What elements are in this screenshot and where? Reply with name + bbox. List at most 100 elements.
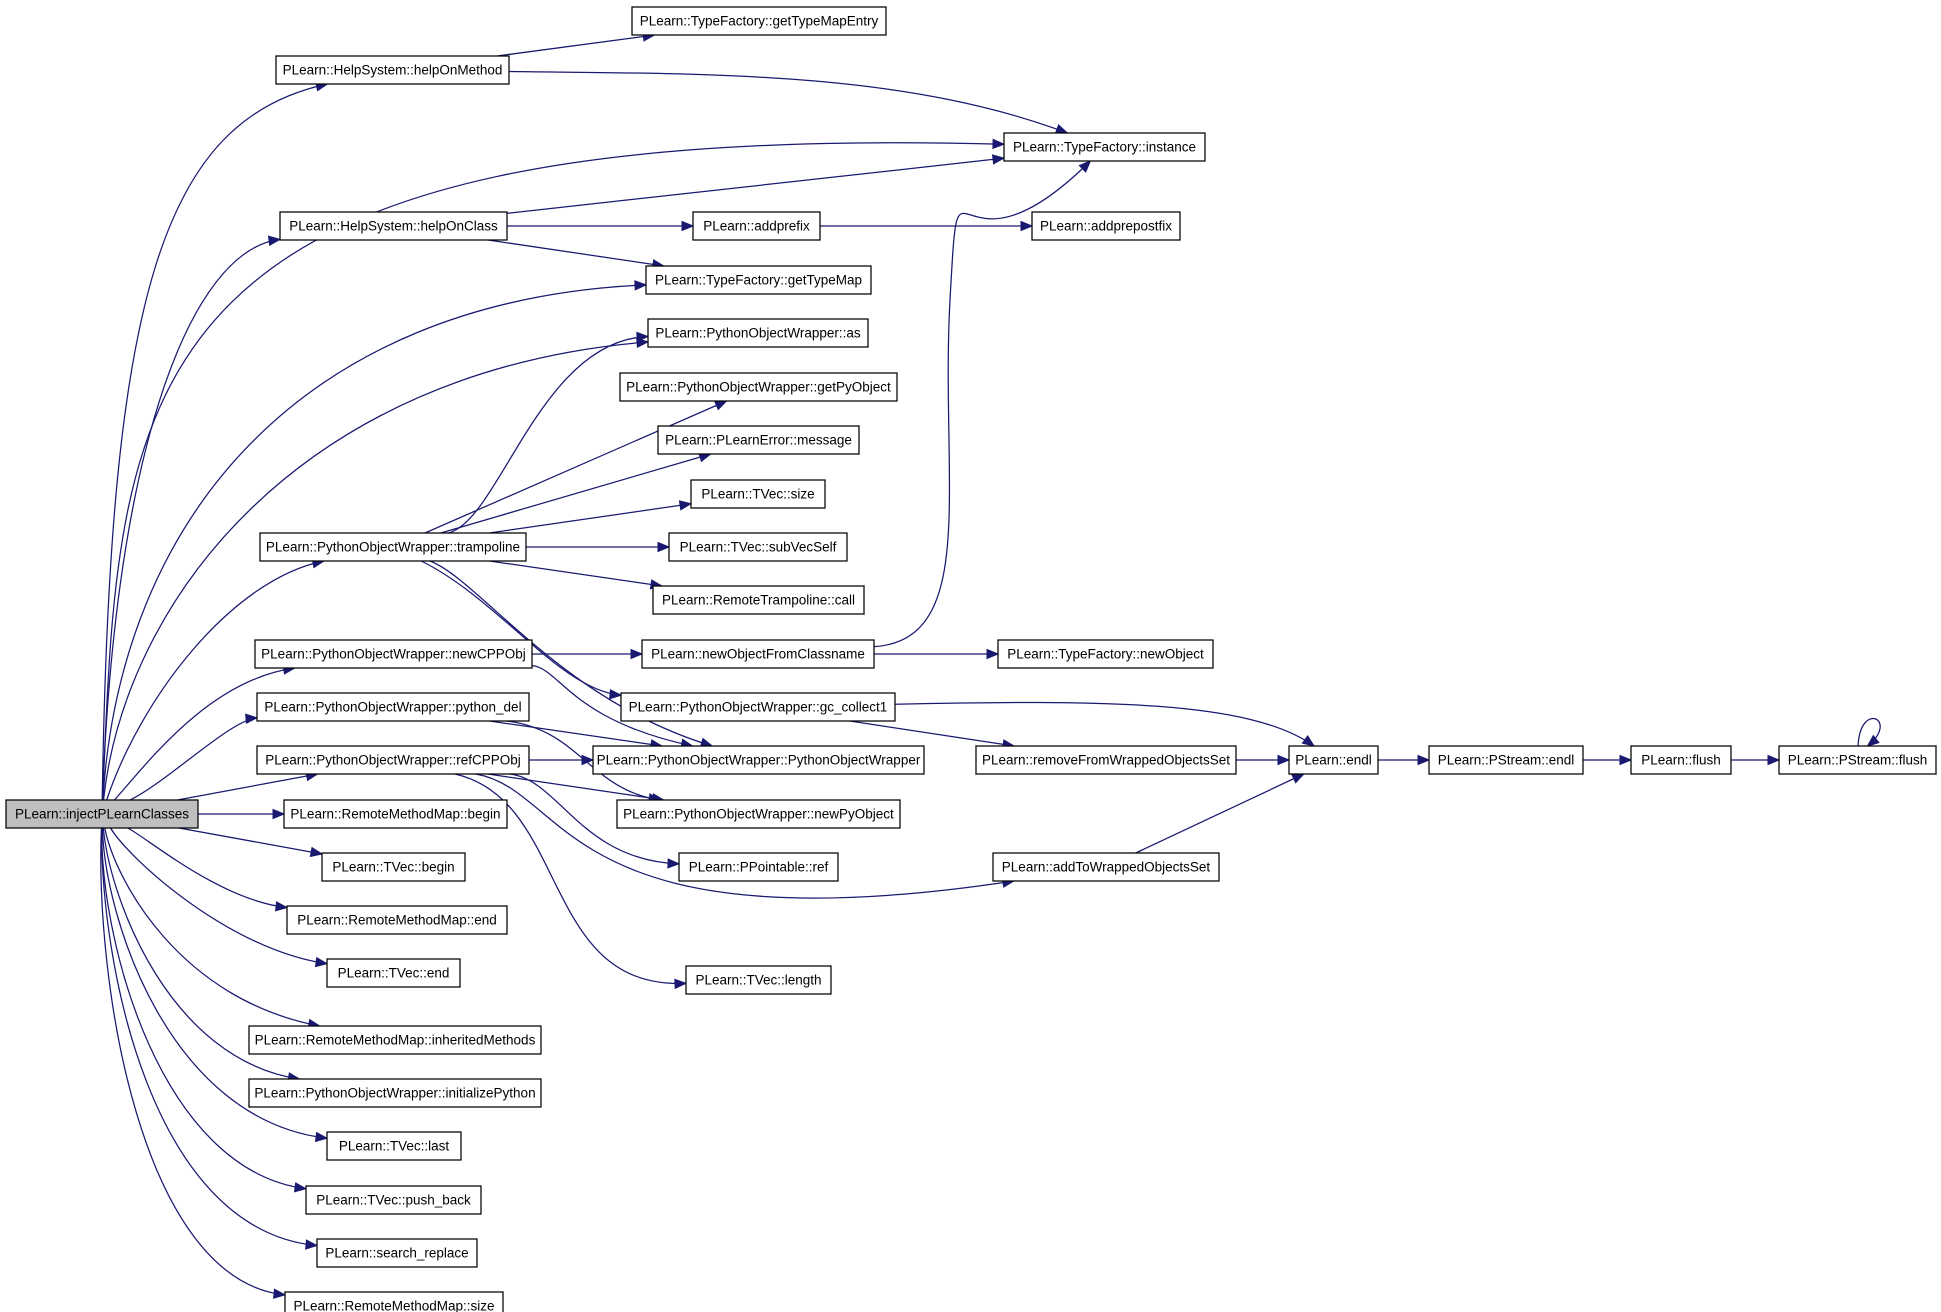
node-as[interactable]: PLearn::PythonObjectWrapper::as [647,318,869,348]
node-inherited[interactable]: PLearn::RemoteMethodMap::inheritedMethod… [248,1025,542,1055]
node-pushBack[interactable]: PLearn::TVec::push_back [305,1185,482,1215]
arrowhead [609,689,623,700]
node-label: PLearn::TypeFactory::getTypeMap [655,273,862,288]
node-ppointableRef[interactable]: PLearn::PPointable::ref [678,852,839,882]
node-box [256,692,530,722]
node-helpOnMethod[interactable]: PLearn::HelpSystem::helpOnMethod [275,55,510,85]
node-box [652,585,865,615]
node-box [305,1185,482,1215]
node-label: PLearn::PythonObjectWrapper::newPyObject [623,807,894,822]
node-label: PLearn::search_replace [325,1246,468,1261]
node-addprefix[interactable]: PLearn::addprefix [692,211,821,241]
node-trampoline[interactable]: PLearn::PythonObjectWrapper::trampoline [259,532,527,562]
call-graph-edges [100,31,1881,1299]
edge-addTo-to-endl [1135,773,1304,854]
node-box [997,639,1214,669]
node-box [657,425,860,455]
arrowhead [674,978,688,990]
node-label: PLearn::removeFromWrappedObjectsSet [982,753,1230,768]
arrowhead [1301,735,1316,747]
node-pow[interactable]: PLearn::PythonObjectWrapper::PythonObjec… [592,745,925,775]
node-label: PLearn::TVec::push_back [316,1193,471,1208]
node-box [248,1078,542,1108]
edge-inject-to-as [102,341,649,801]
node-tvecBegin[interactable]: PLearn::TVec::begin [321,852,466,882]
edge-helpOnMethod-to-getTypeMapEntry [497,34,655,57]
edge-inject-to-tvecLast [101,827,328,1139]
arrowhead [991,154,1006,165]
node-tvecSize[interactable]: PLearn::TVec::size [690,479,826,509]
node-newCPPObj[interactable]: PLearn::PythonObjectWrapper::newCPPObj [254,639,533,669]
node-removeFrom[interactable]: PLearn::removeFromWrappedObjectsSet [975,745,1237,775]
node-inject[interactable]: PLearn::injectPLearnClasses [5,799,199,829]
node-box [975,745,1237,775]
node-flush[interactable]: PLearn::flush [1630,745,1732,775]
node-box [1003,132,1206,162]
node-label: PLearn::addToWrappedObjectsSet [1002,860,1211,875]
edge-refCPPObj-to-ppointableRef [509,773,680,865]
node-label: PLearn::PythonObjectWrapper::refCPPObj [265,753,521,768]
node-newObject[interactable]: PLearn::TypeFactory::newObject [997,639,1214,669]
edge-trampoline-to-call [489,560,663,587]
node-label: PLearn::RemoteTrampoline::call [662,593,855,608]
edge-refCPPObj-to-tvecLength [454,773,687,984]
arrowhead [636,331,650,343]
node-getTypeMapEntry[interactable]: PLearn::TypeFactory::getTypeMapEntry [631,6,887,36]
node-getTypeMap[interactable]: PLearn::TypeFactory::getTypeMap [645,265,872,295]
node-refCPPObj[interactable]: PLearn::PythonObjectWrapper::refCPPObj [256,745,530,775]
node-pstreamEndl[interactable]: PLearn::PStream::endl [1428,745,1584,775]
node-pythonDel[interactable]: PLearn::PythonObjectWrapper::python_del [256,692,530,722]
node-addTo[interactable]: PLearn::addToWrappedObjectsSet [992,852,1220,882]
edge-refCPPObj-to-newPyObject [487,773,664,801]
node-label: PLearn::TVec::subVecSelf [680,540,837,555]
edge-inject-to-instance [101,142,1005,801]
node-rmmBegin[interactable]: PLearn::RemoteMethodMap::begin [283,799,508,829]
node-box [279,211,508,241]
node-newPyObject[interactable]: PLearn::PythonObjectWrapper::newPyObject [616,799,901,829]
node-label: PLearn::RemoteMethodMap::inheritedMethod… [255,1033,536,1048]
arrowhead [314,956,329,968]
node-gcCollect[interactable]: PLearn::PythonObjectWrapper::gc_collect1 [620,692,896,722]
edge-helpOnClass-to-instance [506,157,1005,215]
arrowhead [986,648,1000,660]
node-box [283,799,508,829]
node-instance[interactable]: PLearn::TypeFactory::instance [1003,132,1206,162]
node-pstreamFlush[interactable]: PLearn::PStream::flush [1778,745,1937,775]
node-helpOnClass[interactable]: PLearn::HelpSystem::helpOnClass [279,211,508,241]
node-subVecSelf[interactable]: PLearn::TVec::subVecSelf [668,532,848,562]
node-label: PLearn::PStream::endl [1438,753,1575,768]
node-box [641,639,875,669]
node-label: PLearn::PythonObjectWrapper::PythonObjec… [597,753,921,768]
node-newObjectFromClassname[interactable]: PLearn::newObjectFromClassname [641,639,875,669]
node-call[interactable]: PLearn::RemoteTrampoline::call [652,585,865,615]
arrowhead [267,235,282,246]
node-label: PLearn::TypeFactory::getTypeMapEntry [640,14,879,29]
node-box [692,211,821,241]
arrowhead [630,648,644,660]
node-box [321,852,466,882]
node-initPython[interactable]: PLearn::PythonObjectWrapper::initializeP… [248,1078,542,1108]
node-endl[interactable]: PLearn::endl [1288,745,1379,775]
edge-trampoline-to-message [440,453,711,534]
node-searchReplace[interactable]: PLearn::search_replace [316,1238,478,1268]
arrowhead [1291,773,1305,784]
edge-inject-to-newCPPObj [113,667,295,801]
node-message[interactable]: PLearn::PLearnError::message [657,425,860,455]
node-getPyObject[interactable]: PLearn::PythonObjectWrapper::getPyObject [619,372,898,402]
node-rmmEnd[interactable]: PLearn::RemoteMethodMap::end [286,905,508,935]
edge-inject-to-tvecEnd [109,827,328,965]
node-label: PLearn::TVec::last [339,1139,450,1154]
node-box [286,905,508,935]
arrowhead [678,500,693,511]
edge-inject-to-rmmEnd [127,827,288,909]
node-label: PLearn::TypeFactory::instance [1013,140,1196,155]
node-tvecLast[interactable]: PLearn::TVec::last [326,1131,462,1161]
node-label: PLearn::HelpSystem::helpOnMethod [283,63,503,78]
node-rmmSize[interactable]: PLearn::RemoteMethodMap::size [284,1291,504,1312]
arrowhead [1054,124,1069,134]
node-label: PLearn::newObjectFromClassname [651,647,865,662]
node-tvecEnd[interactable]: PLearn::TVec::end [326,958,461,988]
node-tvecLength[interactable]: PLearn::TVec::length [685,965,832,995]
node-addprepostfix[interactable]: PLearn::addprepostfix [1031,211,1181,241]
